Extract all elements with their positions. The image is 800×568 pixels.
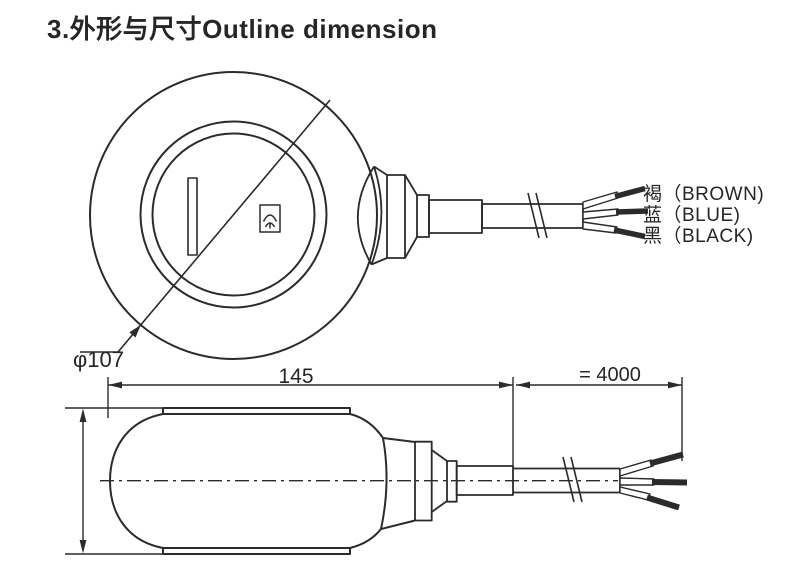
end-seam [356,166,383,265]
dimension-lines [65,377,683,555]
cable-boot [428,199,483,234]
connector-taper [404,174,418,259]
bottom-seam-band [162,547,351,555]
cable [481,203,584,229]
float-ring-inner-circle [151,132,316,297]
dim-4000 [512,377,683,466]
side-view-wires [619,451,688,511]
wire-black-tip [613,227,646,240]
connector-collar [386,174,406,259]
wire-label-brown: 褐（BROWN) [643,184,765,205]
diameter-arrowhead [129,325,141,338]
top-view-wires [582,185,649,240]
diameter-label: φ107 [73,347,124,372]
end-seam [380,437,388,530]
float-outer-circle [89,71,378,360]
wire-blue-tip [651,479,688,486]
connector-taper [431,449,448,513]
wire-black [619,486,651,501]
top-taper [349,413,416,443]
connector-neck [416,194,430,238]
wire-brown-tip [614,185,646,200]
wire-blue [619,477,655,486]
top-view-connector [356,165,584,266]
top-seam-band [162,407,351,415]
wire-black-tip [646,494,680,511]
dim-145 [107,377,513,418]
bottom-taper [349,519,416,549]
wire-blue [582,208,619,220]
cable-break-marks [562,456,583,503]
wire-label-blue: 蓝（BLUE) [643,205,741,226]
wire-label-black: 黑（BLACK) [643,226,754,247]
wire-blue-tip [615,208,649,215]
logo-mark-icon [259,204,281,233]
diameter-leader-line [80,99,331,353]
float-ring-outer-circle [139,120,328,309]
float-slot [187,177,198,256]
cable-length-dimension-label: = 4000 [579,364,641,386]
wire-black [582,221,618,234]
wire-brown [582,191,619,210]
length-dimension-label: 145 [278,365,314,388]
dim-height [65,407,163,555]
wire-brown-tip [649,451,684,467]
page-title: 3.外形与尺寸Outline dimension [47,14,438,44]
wire-color-legend: 褐（BROWN) 蓝（BLUE) 黑（BLACK) [643,184,764,247]
wire-brown [619,459,654,477]
cable-break-marks [527,192,548,239]
diameter-dimension [80,99,331,353]
side-view [100,407,688,555]
top-view [80,71,649,360]
